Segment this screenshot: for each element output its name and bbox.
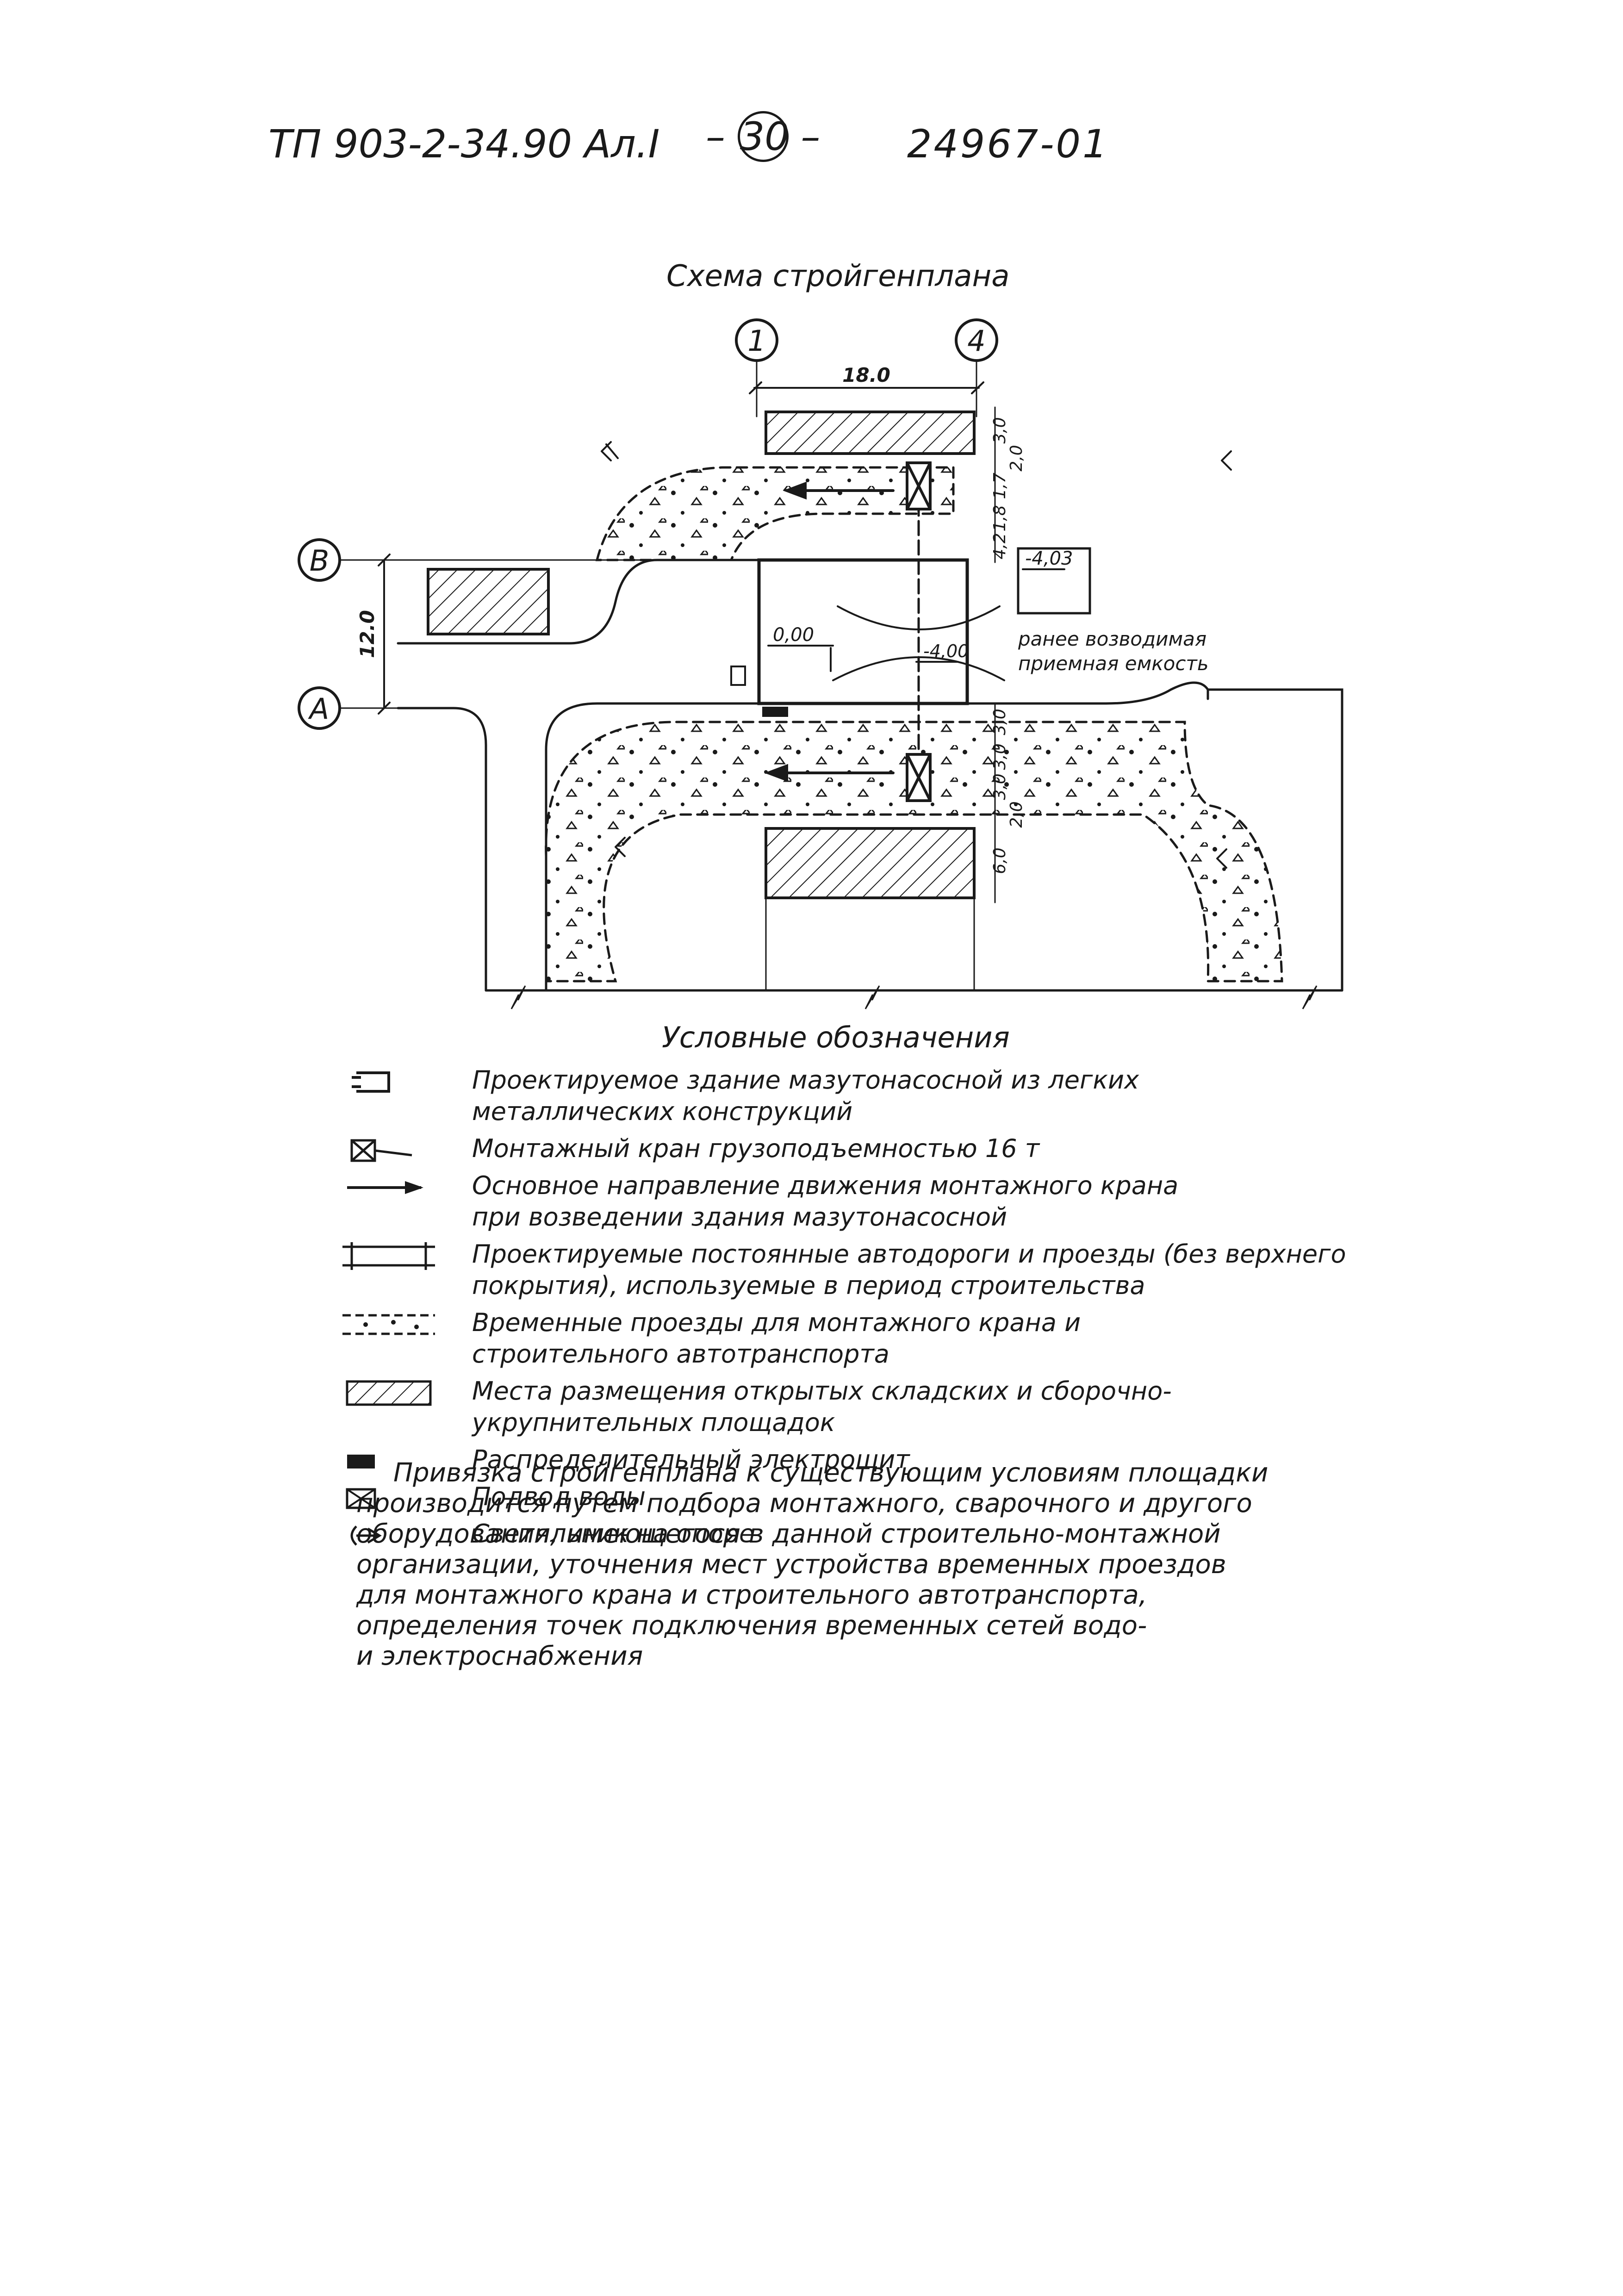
site-plan-drawing: 1 4 B A 18.0 12.0 3,0 2,0 1,7 1,8 4,2 3,… bbox=[298, 318, 1343, 1009]
dim-top-3-0: 3,0 bbox=[990, 417, 1009, 443]
permanent-road bbox=[397, 559, 760, 645]
legend-text: Временные проезды для монтажного крана и bbox=[472, 1308, 1081, 1337]
storage-area-top bbox=[765, 411, 976, 455]
legend-text: при возведении здания мазутонасосной bbox=[472, 1202, 1007, 1232]
note-line: Привязка стройгенплана к существующим ус… bbox=[393, 1458, 1269, 1488]
storage-area-bottom bbox=[765, 827, 976, 899]
note-line: определения точек подключения временных … bbox=[356, 1611, 1147, 1641]
switchboard-marker bbox=[762, 707, 788, 717]
note-line: производится путем подбора монтажного, с… bbox=[356, 1488, 1252, 1518]
dim-top-1-7: 1,7 bbox=[990, 473, 1009, 499]
water-supply-icon bbox=[346, 1488, 376, 1509]
tank-callout-line-2: приемная емкость bbox=[1018, 652, 1209, 675]
legend-text: Проектируемое здание мазутонасосной из л… bbox=[472, 1065, 1139, 1095]
receiving-tank bbox=[1017, 547, 1091, 615]
level-pit: -4,00 bbox=[923, 641, 969, 661]
storage-area-left bbox=[427, 568, 550, 635]
lamp-post-3 bbox=[615, 837, 626, 857]
axis-B-label: B bbox=[310, 544, 330, 578]
tank-callout-line-1: ранее возводимая bbox=[1018, 628, 1206, 650]
axis-A-label: A bbox=[308, 692, 329, 726]
lamp-post-2 bbox=[1221, 450, 1232, 471]
legend-item: Проектируемые постоянные автодороги и пр… bbox=[342, 1238, 1346, 1307]
legend-text: Подвод воды bbox=[472, 1482, 646, 1511]
page-number-circled: 30 bbox=[737, 111, 790, 162]
scheme-title: Схема стройгенплана bbox=[666, 259, 1010, 293]
axis-4-label: 4 bbox=[967, 324, 985, 358]
road-icon bbox=[342, 1242, 435, 1270]
note-line: для монтажного крана и строительного авт… bbox=[356, 1580, 1147, 1610]
legend-text: укрупнительных площадок bbox=[472, 1408, 835, 1437]
dim-bottom-3-0a: 3,0 bbox=[990, 709, 1009, 735]
storage-area-icon bbox=[346, 1380, 432, 1406]
legend-item: Временные проезды для монтажного крана и… bbox=[342, 1307, 1314, 1375]
general-note: Привязка стройгенплана к существующим ус… bbox=[356, 1458, 1328, 1672]
pump-station-building bbox=[757, 558, 969, 705]
legend-item: Основное направление движения монтажного… bbox=[342, 1170, 1314, 1238]
legend-text: Места размещения открытых складских и сб… bbox=[472, 1376, 1172, 1406]
crane-icon bbox=[350, 1139, 412, 1162]
inventory-number: 24967-01 bbox=[907, 121, 1109, 167]
legend-item: Монтажный кран грузоподъемностью 16 т bbox=[342, 1133, 1314, 1170]
dim-row-span: 12.0 bbox=[356, 610, 379, 658]
note-line: организации, уточнения мест устройства в… bbox=[356, 1549, 1226, 1580]
temp-road-bottom bbox=[545, 721, 1283, 983]
legend-text: Основное направление движения монтажного… bbox=[472, 1171, 1179, 1200]
dim-bottom-3-0b: 3,0 bbox=[990, 743, 1009, 770]
note-line: и электроснабжения bbox=[356, 1641, 643, 1671]
temp-road-top bbox=[595, 466, 955, 561]
dim-bottom-6-0: 6,0 bbox=[990, 847, 1009, 874]
legend-title: Условные обозначения bbox=[662, 1020, 1010, 1054]
legend-item: Места размещения открытых складских и сб… bbox=[342, 1375, 1314, 1444]
page-number: – 30 – bbox=[706, 111, 820, 162]
dim-bottom-2-0: 2,0 bbox=[1007, 801, 1026, 828]
lamp-post-4 bbox=[1216, 848, 1227, 869]
legend-text: металлических конструкций bbox=[472, 1097, 853, 1126]
dim-top-4-2: 4,2 bbox=[990, 533, 1009, 559]
legend-text: Распределительный электрощит bbox=[472, 1445, 910, 1474]
legend-item: Подвод воды bbox=[342, 1481, 1314, 1518]
legend-text: Проектируемые постоянные автодороги и пр… bbox=[472, 1239, 1346, 1269]
crane-bottom bbox=[906, 753, 932, 802]
dim-top-1-8: 1,8 bbox=[990, 505, 1009, 531]
switchboard-icon bbox=[347, 1455, 375, 1468]
lamp-post-1 bbox=[601, 441, 619, 461]
legend: Проектируемое здание мазутонасосной из л… bbox=[342, 1064, 1346, 1555]
temp-road-icon bbox=[342, 1314, 435, 1335]
legend-item: Светильник на опоре bbox=[342, 1518, 1314, 1555]
note-line: оборудования, имеющегося в данной строит… bbox=[356, 1519, 1221, 1549]
dim-bottom-3-0c: 3,0 bbox=[990, 773, 1009, 800]
document-code: ТП 903-2-34.90 Ал.I bbox=[268, 121, 660, 167]
water-supply-marker bbox=[730, 666, 746, 686]
legend-text: Светильник на опоре bbox=[472, 1519, 755, 1548]
legend-text: Монтажный кран грузоподъемностью 16 т bbox=[472, 1134, 1040, 1163]
level-tank: -4,03 bbox=[1025, 548, 1073, 569]
legend-item: Распределительный электрощит bbox=[342, 1444, 1314, 1481]
legend-text: покрытия), используемые в период строите… bbox=[472, 1271, 1145, 1300]
dim-axis-span: 18.0 bbox=[842, 364, 890, 386]
building-icon bbox=[352, 1071, 390, 1093]
crane-top bbox=[906, 461, 932, 510]
lamp-post-icon bbox=[350, 1525, 382, 1546]
dim-top-2-0: 2,0 bbox=[1007, 445, 1026, 471]
legend-item: Проектируемое здание мазутонасосной из л… bbox=[342, 1064, 1314, 1133]
axis-1-label: 1 bbox=[747, 324, 765, 358]
legend-text: строительного автотранспорта bbox=[472, 1339, 889, 1369]
direction-arrow-icon bbox=[347, 1181, 423, 1194]
level-floor: 0,00 bbox=[773, 624, 814, 646]
